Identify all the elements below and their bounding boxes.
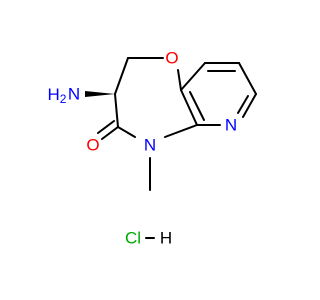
bond-n5-c4a — [164, 124, 198, 138]
bond-c7-c6 — [242, 93, 257, 118]
bond-c9a-c9 — [180, 62, 206, 91]
structure-canvas: H2 N O N N O Cl H — [48, 49, 257, 248]
hydrogen-label: H — [160, 229, 172, 248]
bond-c9a-o — [177, 69, 182, 91]
bond-c4a-c9a — [180, 89, 198, 126]
atom-labels: H2 N O N N O Cl H — [48, 49, 238, 248]
bond-c7-c6-inner — [237, 95, 249, 114]
amine-h2-label: H2 — [48, 85, 67, 107]
bond-c3-c4 — [114, 93, 119, 128]
bond-c4a-c9a-inner — [189, 91, 205, 121]
bond-c4-o-second — [97, 120, 115, 134]
carbonyl-oxygen-label: O — [86, 136, 99, 155]
bond-c8-c7 — [238, 62, 257, 95]
ring-oxygen-label: O — [165, 49, 178, 68]
wedge-bond-c3-nh2 — [85, 91, 115, 97]
bond-c4-n5 — [117, 126, 136, 138]
bond-c4-o — [101, 126, 119, 140]
amide-nitrogen-label: N — [144, 136, 156, 155]
bond-ch2-c3 — [114, 57, 129, 95]
chlorine-label: Cl — [125, 229, 141, 248]
bond-layer — [85, 57, 257, 239]
pyridine-nitrogen-label: N — [225, 116, 237, 135]
molecule-drawing: H2 N O N N O Cl H — [48, 49, 257, 248]
amine-n-label: N — [68, 85, 80, 104]
